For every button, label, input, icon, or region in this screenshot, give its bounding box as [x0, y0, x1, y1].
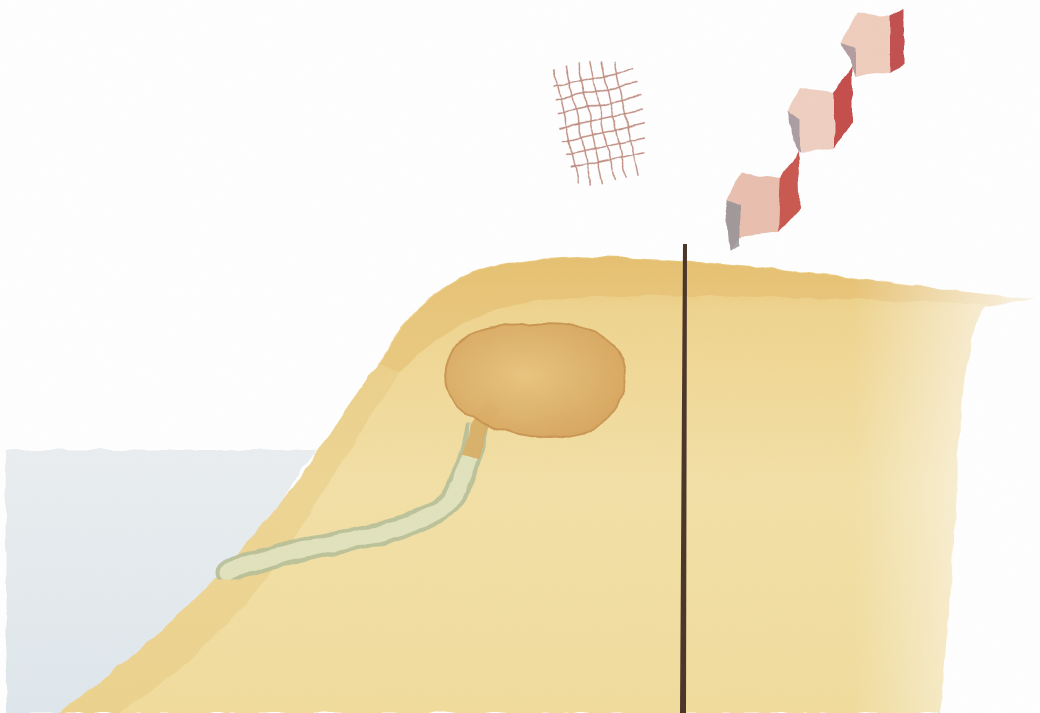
paper-grain [0, 0, 1040, 713]
watercolor-dune-diagram [0, 0, 1040, 713]
